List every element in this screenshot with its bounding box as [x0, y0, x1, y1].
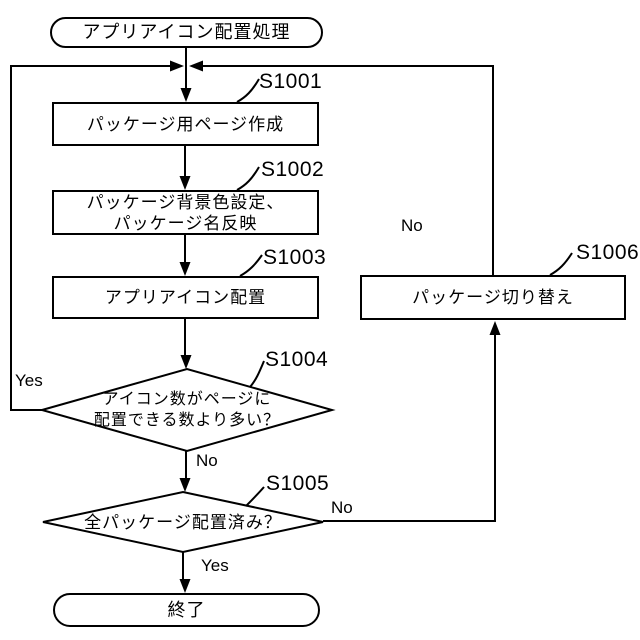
decision-s1005-text: 全パッケージ配置済み？	[63, 510, 303, 534]
arrowhead-into-s1001	[180, 88, 192, 102]
process-s1003: アプリアイコン配置	[52, 276, 319, 319]
step-label-s1005: S1005	[266, 472, 330, 495]
branch-label-s1005-yes: Yes	[201, 556, 229, 575]
leader-s1002	[236, 166, 260, 191]
edge-s1006-loop	[201, 65, 494, 275]
step-label-s1002: S1002	[261, 158, 325, 181]
edge-s1005-no	[323, 331, 496, 522]
decision-s1005-shape	[42, 490, 324, 554]
decision-s1004-shape	[38, 367, 336, 453]
arrowhead-into-s1005	[179, 478, 191, 492]
branch-label-s1005-no: No	[331, 498, 353, 517]
arrowhead-into-s1004	[180, 355, 192, 369]
leader-s1004	[249, 360, 265, 388]
leader-s1005	[245, 486, 265, 507]
decision-s1005-label: 全パッケージ配置済み？	[84, 512, 282, 532]
arrowhead-merge-right	[170, 60, 184, 72]
process-s1002: パッケージ背景色設定、 パッケージ名反映	[52, 190, 319, 235]
decision-s1004-label-line1: アイコン数がページに	[102, 391, 272, 408]
process-s1001-label: パッケージ用ページ作成	[86, 114, 285, 134]
arrowhead-into-end	[179, 579, 191, 593]
branch-label-s1004-yes: Yes	[15, 371, 43, 390]
arrowhead-into-s1002	[179, 176, 191, 190]
edge-s1004-yes-loop	[10, 65, 172, 411]
step-label-s1003: S1003	[263, 246, 327, 269]
leader-s1006	[549, 252, 573, 276]
leader-s1003	[239, 254, 263, 277]
process-s1002-label-line2: パッケージ名反映	[113, 213, 258, 233]
branch-label-s1004-no: No	[196, 451, 218, 470]
arrowhead-merge-left	[189, 60, 203, 72]
arrowhead-into-s1006	[489, 321, 501, 335]
branch-label-loop-no: No	[401, 216, 423, 235]
process-s1006: パッケージ切り替え	[360, 275, 626, 320]
step-label-s1004: S1004	[265, 348, 329, 371]
decision-s1004-label-line2: 配置できる数より多い？	[93, 412, 281, 429]
terminal-start-label: アプリアイコン配置処理	[82, 22, 291, 42]
arrowhead-into-s1003	[179, 262, 191, 276]
step-label-s1006: S1006	[576, 241, 640, 264]
terminal-end-label: 終了	[167, 599, 206, 620]
step-label-s1001: S1001	[259, 70, 323, 93]
process-s1006-label: パッケージ切り替え	[412, 288, 574, 307]
terminal-end: 終了	[53, 593, 320, 627]
process-s1001: パッケージ用ページ作成	[52, 102, 319, 146]
process-s1002-label-line1: パッケージ背景色設定、	[86, 192, 285, 212]
leader-s1001	[236, 78, 260, 103]
decision-s1004-text: アイコン数がページに 配置できる数より多い？	[62, 386, 312, 434]
process-s1003-label: アプリアイコン配置	[104, 288, 267, 307]
terminal-start: アプリアイコン配置処理	[50, 17, 323, 48]
